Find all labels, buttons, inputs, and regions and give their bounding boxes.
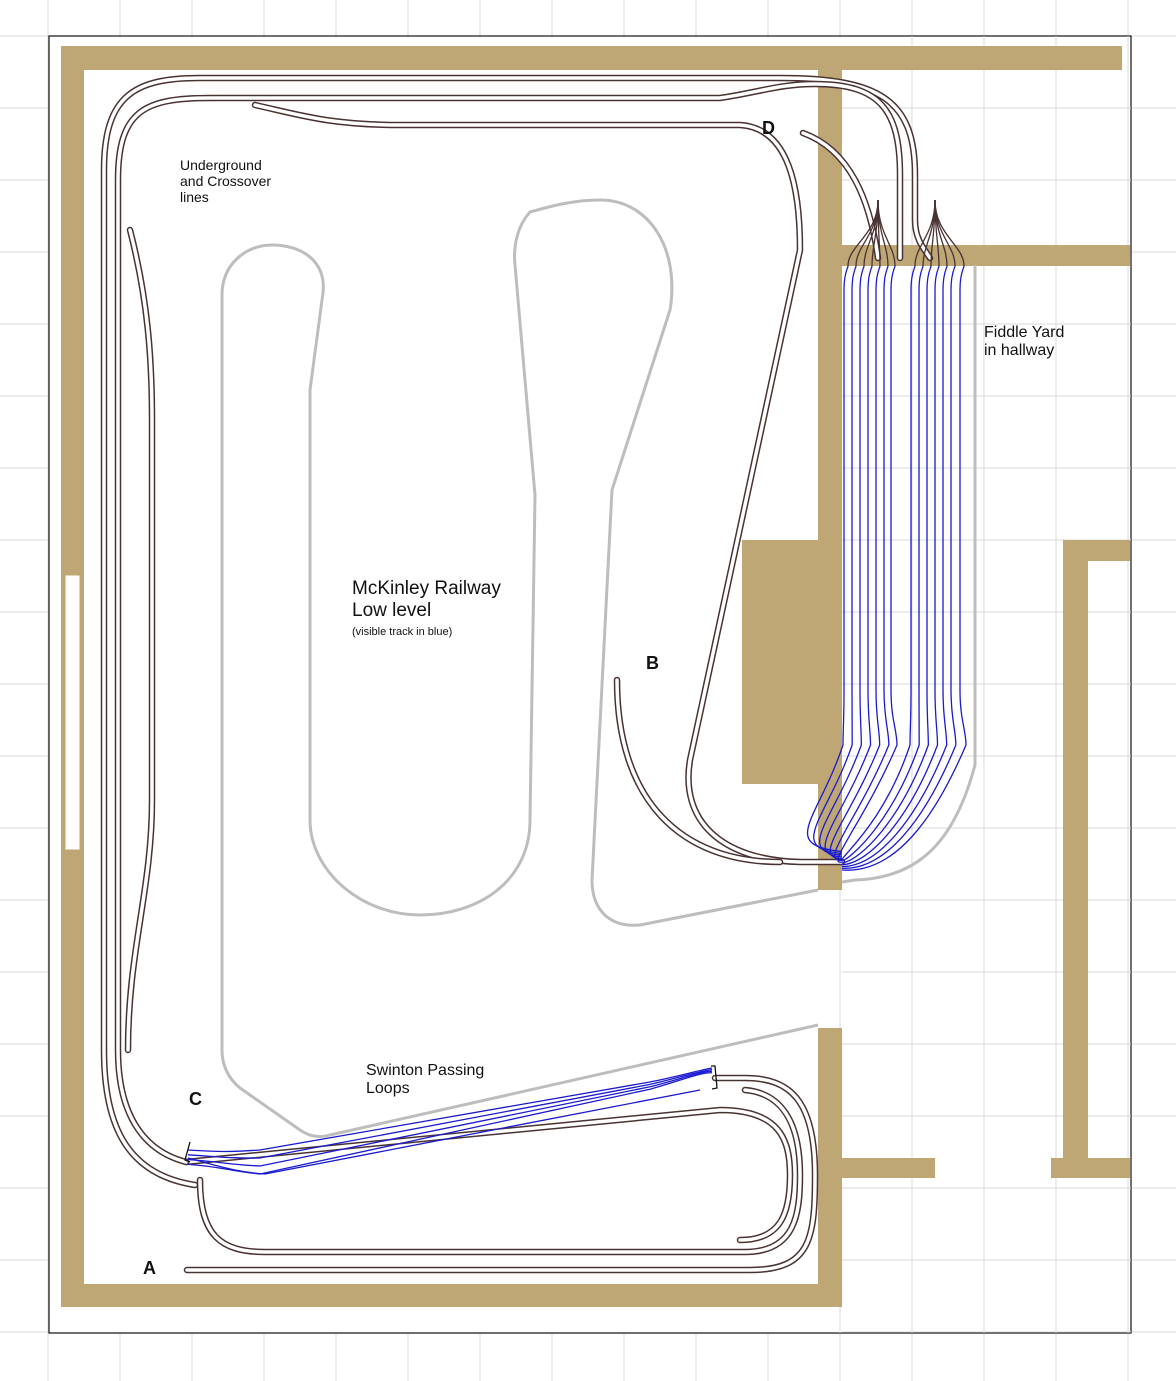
upper-level-boundary-main bbox=[220, 198, 819, 1139]
wall-bottom bbox=[61, 1284, 842, 1307]
fiddle-yard-road bbox=[841, 265, 940, 866]
point-c-label: C bbox=[189, 1089, 202, 1109]
visible-tracks bbox=[187, 265, 967, 1175]
underground-label-line: lines bbox=[180, 189, 209, 206]
point-a-label: A bbox=[143, 1258, 156, 1278]
rail-gap bbox=[126, 228, 154, 1052]
upper-level-boundary-yard bbox=[841, 265, 977, 884]
passing-loop bbox=[187, 1067, 713, 1153]
fiddle-yard-label-line: Fiddle Yard bbox=[984, 324, 1065, 341]
point-d-label: D bbox=[762, 118, 775, 138]
wall-right-top-stub bbox=[1063, 540, 1130, 561]
fiddle-yard-label: Fiddle Yard in hallway bbox=[984, 324, 1064, 361]
passing-loop bbox=[187, 1089, 701, 1175]
fiddle-yard-road bbox=[841, 265, 957, 869]
wall-door-stub bbox=[842, 1158, 935, 1178]
point-b-label: B bbox=[646, 653, 659, 673]
fiddle-yard-road bbox=[841, 265, 967, 871]
fiddle-yard-label-line: in hallway bbox=[984, 342, 1055, 360]
main-title: McKinley Railway Low level bbox=[352, 578, 501, 622]
fiddle-yard-road bbox=[837, 265, 898, 863]
rail-gap bbox=[102, 76, 932, 1187]
rail-gap bbox=[615, 678, 782, 864]
fiddle-yard-approach bbox=[847, 199, 965, 267]
fiddle-yard-road bbox=[807, 265, 849, 853]
approach-track bbox=[934, 199, 965, 267]
fiddle-yard-road bbox=[813, 265, 857, 854]
wall-top bbox=[61, 46, 1122, 70]
passing-loops-label: Swinton Passing Loops bbox=[366, 1062, 484, 1099]
passing-loops-label-line: Loops bbox=[366, 1080, 410, 1098]
passing-loops-label-line: Swinton Passing bbox=[366, 1062, 485, 1079]
main-title-line: Low level bbox=[352, 599, 432, 621]
main-note: (visible track in blue) bbox=[352, 626, 453, 638]
underground-label-line: and Crossover bbox=[180, 173, 272, 190]
fiddle-yard-road bbox=[841, 265, 916, 860]
window bbox=[64, 574, 81, 851]
rail-gap bbox=[116, 82, 902, 1164]
wall-hallway bbox=[842, 245, 1130, 266]
wall-middle-lower bbox=[818, 1028, 842, 1307]
end-marker-c bbox=[184, 1141, 191, 1163]
hidden-tracks bbox=[100, 74, 934, 1274]
main-title-line: McKinley Railway bbox=[352, 578, 501, 599]
rail-gap bbox=[253, 103, 844, 864]
underground-label: Underground and Crossover lines bbox=[180, 157, 271, 205]
track-end-markers bbox=[184, 1065, 718, 1163]
fiddle-yard-road bbox=[829, 265, 881, 860]
fiddle-yard-road bbox=[841, 265, 924, 862]
wall-right-bottom-stub bbox=[1051, 1158, 1130, 1178]
fiddle-yard-road bbox=[841, 265, 948, 868]
passing-loop bbox=[187, 1068, 713, 1159]
fiddle-yard-road bbox=[834, 265, 890, 861]
fiddle-yard-road bbox=[819, 265, 865, 856]
end-marker-loops bbox=[711, 1065, 718, 1090]
approach-track bbox=[877, 199, 896, 267]
fiddle-yard-road bbox=[841, 265, 932, 864]
rail-gap bbox=[198, 1088, 802, 1254]
walls bbox=[61, 46, 1130, 1307]
upper-level-outline bbox=[220, 198, 977, 1139]
wall-right bbox=[1063, 540, 1088, 1178]
passing-loop bbox=[187, 1070, 713, 1167]
underground-label-line: Underground bbox=[180, 157, 262, 173]
rail-gap bbox=[184, 1108, 792, 1242]
wall-middle-upper bbox=[818, 70, 842, 890]
chimney-block bbox=[742, 540, 818, 784]
passing-loop bbox=[187, 1072, 713, 1175]
rail-gap bbox=[185, 1076, 817, 1272]
fiddle-yard-road bbox=[824, 265, 873, 858]
